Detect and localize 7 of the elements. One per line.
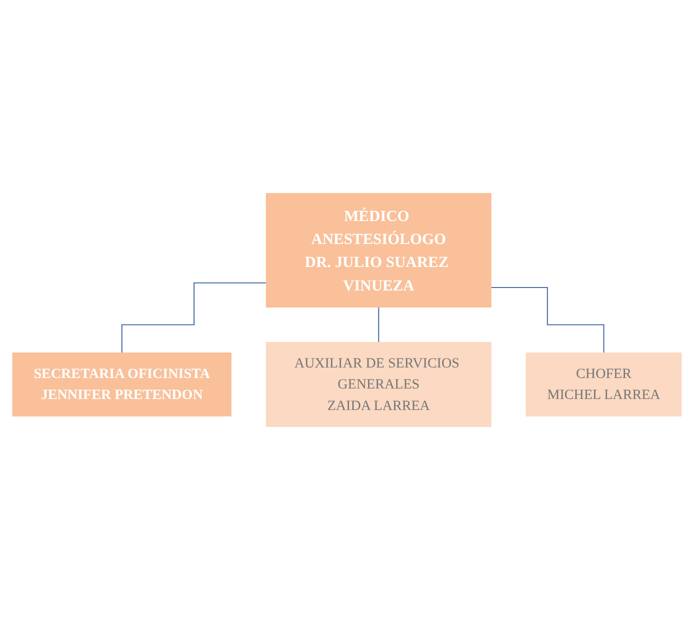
connector (120, 282, 266, 354)
node-box: CHOFER MICHEL LARREA (525, 352, 682, 416)
connector (378, 306, 379, 343)
connector (490, 286, 604, 354)
node-box: MÉDICO ANESTESIÓLOGO DR. JULIO SUAREZ VINUEZA (265, 193, 491, 308)
node-box: AUXILIAR DE SERVICIOS GENERALES ZAIDA LARREA (265, 342, 491, 427)
node-box: SECRETARIA OFICINISTA JENNIFER PRETENDON (12, 352, 231, 416)
